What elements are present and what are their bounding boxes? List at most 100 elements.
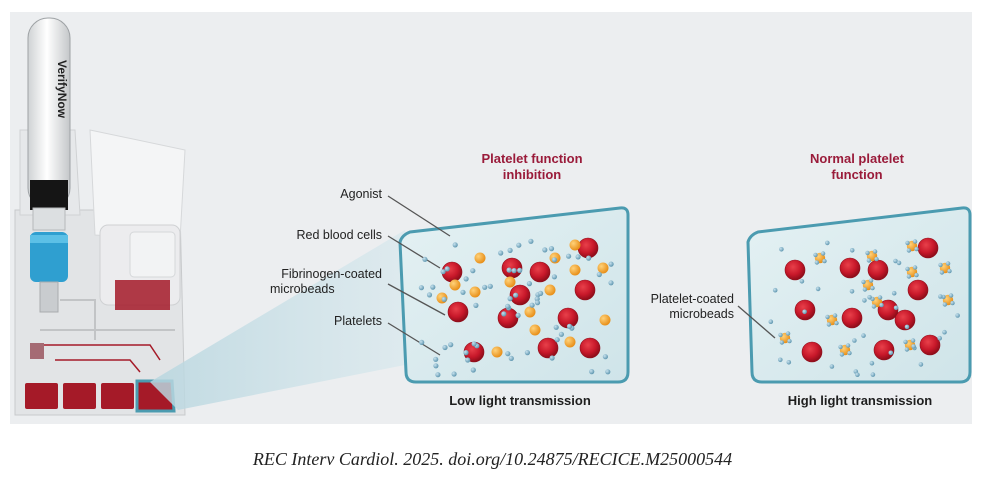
- platelet: [867, 295, 872, 300]
- platelet: [487, 283, 493, 289]
- red-blood-cell: [529, 261, 551, 283]
- agonist-leader: [387, 195, 451, 237]
- platelet: [955, 313, 960, 318]
- platelet: [534, 300, 541, 306]
- platelet: [513, 292, 519, 298]
- bound-platelet: [865, 250, 870, 256]
- red-blood-cell: [574, 279, 596, 301]
- platelet: [442, 344, 448, 351]
- red-blood-cell: [577, 237, 599, 259]
- platelet: [589, 369, 595, 375]
- platelet: [551, 274, 558, 280]
- platelet: [870, 372, 876, 377]
- red-blood-cell: [537, 337, 559, 359]
- platelet-coated-leader: [737, 305, 776, 339]
- platelet: [911, 344, 916, 349]
- platelet: [516, 242, 522, 248]
- platelet: [586, 255, 592, 261]
- bound-platelet: [947, 268, 952, 274]
- red-blood-cell: [894, 309, 916, 331]
- platelet: [815, 286, 821, 292]
- platelet: [433, 363, 439, 369]
- bound-platelet: [834, 320, 839, 326]
- red-blood-cell: [839, 257, 861, 279]
- inhibition-title-line1: Platelet function: [481, 151, 583, 166]
- light-beam: [150, 230, 430, 410]
- vessel-normal: [746, 206, 972, 384]
- bound-platelet: [914, 246, 919, 252]
- fibrinogen-bead: [569, 239, 581, 251]
- platelet: [825, 240, 830, 246]
- fibrinogen-bead: [474, 252, 486, 264]
- bound-platelet: [904, 347, 910, 352]
- bound-platelet: [905, 266, 910, 272]
- bound-platelet: [866, 258, 872, 263]
- platelet: [463, 350, 469, 356]
- platelet: [515, 312, 521, 318]
- platelet: [471, 341, 477, 347]
- platelet: [786, 360, 792, 365]
- platelet: [482, 284, 488, 290]
- bound-platelet: [779, 340, 785, 345]
- platelet: [904, 324, 910, 330]
- normal-title-line2: function: [831, 167, 883, 182]
- label-fibrinogen: Fibrinogen-coated microbeads: [230, 267, 382, 297]
- bound-platelet: [879, 302, 884, 308]
- fibrinogen-bead: [599, 314, 611, 326]
- bound-platelet: [945, 261, 951, 266]
- platelet: [596, 271, 602, 278]
- bound-platelet: [914, 272, 919, 278]
- normal-particles: [768, 237, 960, 378]
- platelet: [444, 266, 450, 272]
- bound-platelet: [910, 338, 916, 343]
- bound-platelet: [912, 239, 918, 244]
- platelet: [893, 305, 899, 311]
- fibrinogen-leader: [387, 283, 446, 316]
- platelet: [608, 261, 614, 267]
- platelet: [942, 329, 947, 335]
- platelet: [551, 257, 558, 263]
- platelet: [869, 360, 875, 366]
- cartridge-device: VerifyNow: [14, 17, 186, 416]
- bound-platelet: [861, 279, 866, 285]
- bound-platelet: [948, 293, 954, 298]
- red-blood-cell: [907, 279, 929, 301]
- platelet: [566, 253, 572, 259]
- red-blood-cell: [784, 259, 806, 281]
- bound-platelet: [870, 285, 875, 291]
- platelet: [799, 279, 805, 284]
- fibrinogen-bead: [524, 306, 536, 318]
- bound-platelet: [871, 304, 877, 309]
- platelet: [418, 285, 424, 291]
- citation: REC Interv Cardiol. 2025. doi.org/10.248…: [252, 449, 733, 469]
- bound-platelet: [906, 248, 912, 253]
- platelet: [419, 339, 425, 345]
- normal-title-line1: Normal platelet: [810, 151, 904, 166]
- bound-platelet: [839, 352, 845, 357]
- fibrinogen-bead: [504, 276, 516, 288]
- bound-platelet: [825, 314, 830, 320]
- bound-platelet: [787, 338, 792, 344]
- platelet: [538, 290, 544, 296]
- platelet: [548, 246, 555, 252]
- inhibition-title-line2: inhibition: [502, 167, 562, 182]
- red-blood-cell: [917, 237, 939, 259]
- platelet: [452, 242, 458, 248]
- platelet: [426, 292, 433, 298]
- fibrinogen-bead: [597, 262, 609, 274]
- platelet: [861, 333, 866, 338]
- platelet: [534, 296, 540, 302]
- bound-platelet: [906, 274, 912, 279]
- label-platelet-coated-line1: Platelet-coated: [650, 292, 734, 306]
- fibrinogen-bead: [491, 346, 503, 358]
- bound-platelet: [862, 287, 868, 292]
- bound-platelet: [778, 332, 783, 338]
- red-blood-cell: [447, 301, 469, 323]
- platelet: [506, 267, 512, 273]
- label-platelet-coated: Platelet-coated microbeads: [600, 292, 734, 322]
- red-blood-cell: [919, 334, 941, 356]
- bound-platelet: [950, 300, 955, 306]
- bound-platelet: [942, 302, 948, 307]
- platelet: [524, 350, 531, 356]
